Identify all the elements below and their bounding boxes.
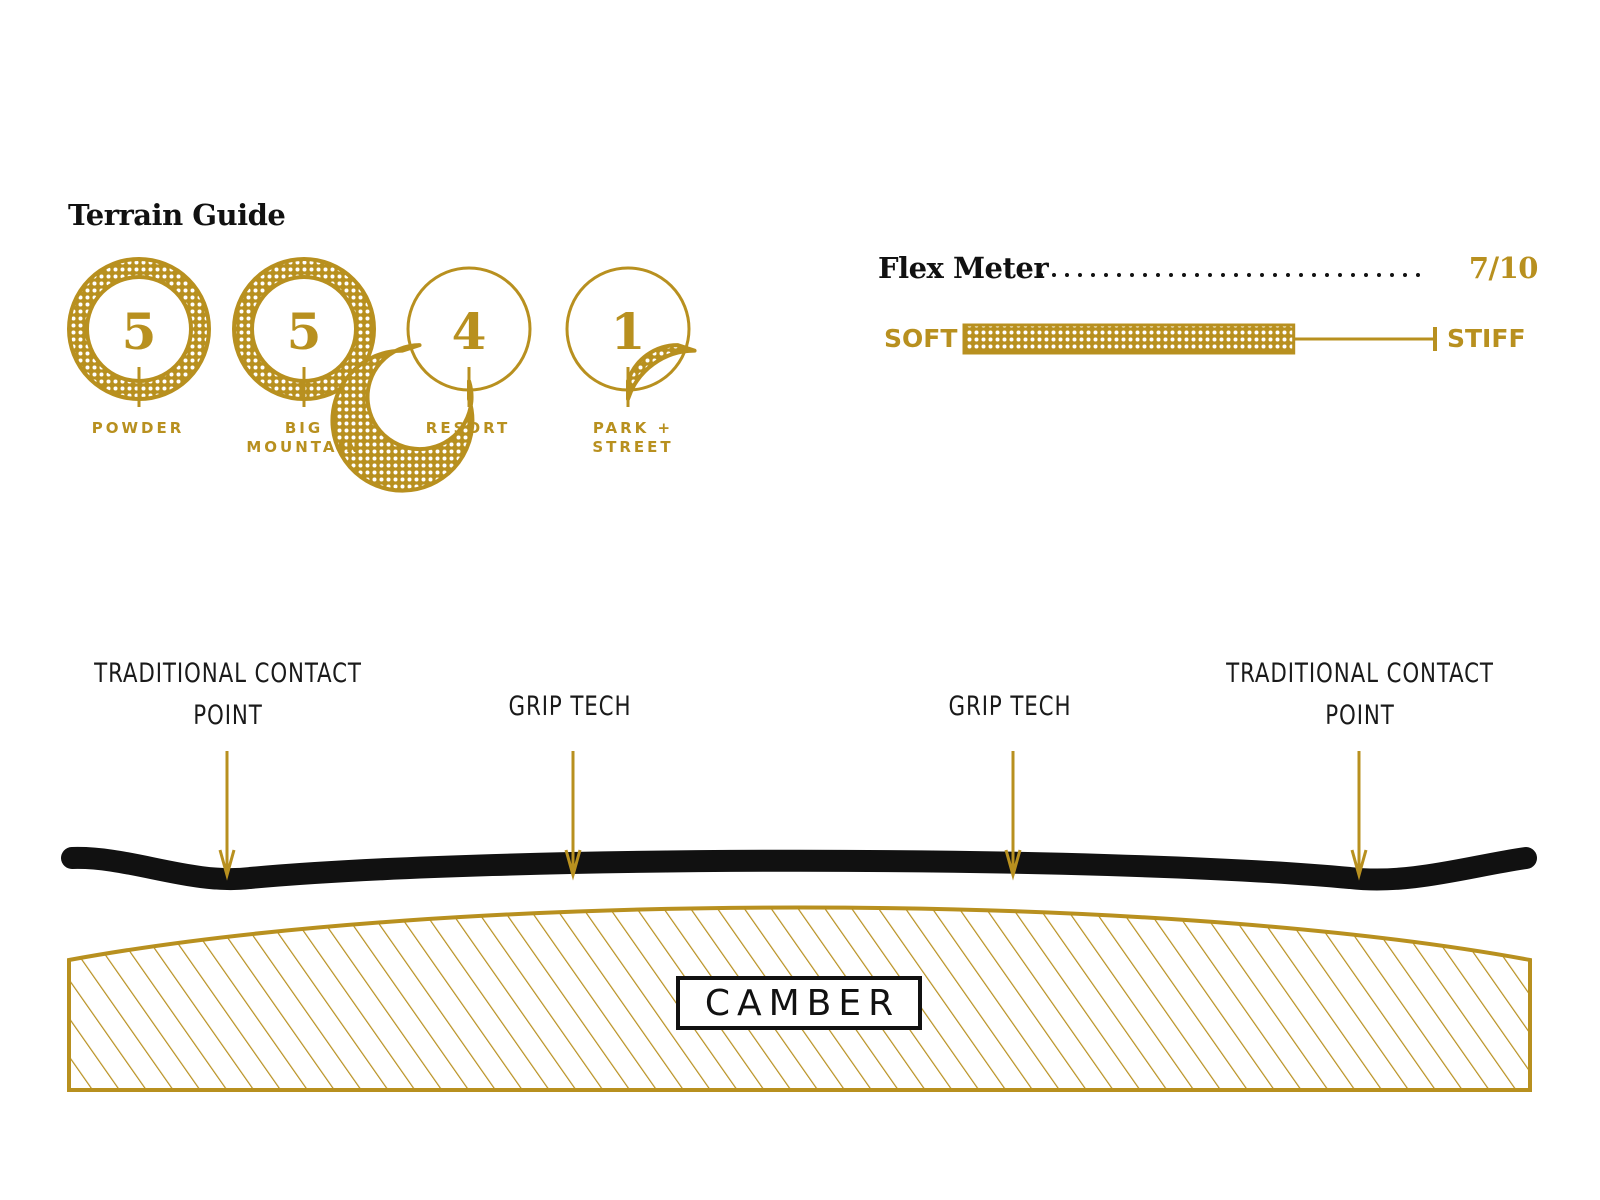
dial-4-fill xyxy=(626,343,697,401)
dial-1-value: 5 xyxy=(122,302,157,361)
dial-2-value: 5 xyxy=(287,302,322,361)
board-profile xyxy=(61,846,1537,891)
camber-label: CAMBER xyxy=(676,976,922,1030)
callout-arrow-head-2 xyxy=(564,849,582,881)
callout-grip-tech-right: GRIP TECH xyxy=(948,691,1072,722)
callout-traditional-contact-left: TRADITIONAL CONTACT POINT xyxy=(94,658,362,731)
flex-stiff-label: STIFF xyxy=(1447,324,1526,353)
flex-meter-value: 7/10 xyxy=(1468,251,1539,285)
dial-2-fill xyxy=(231,257,377,401)
flex-meter-title: Flex Meter xyxy=(878,251,1049,285)
flex-soft-label: SOFT xyxy=(884,324,958,353)
terrain-label-powder: POWDER xyxy=(91,419,185,437)
callout-arrow-head-1 xyxy=(218,849,236,881)
terrain-guide-title: Terrain Guide xyxy=(68,198,286,232)
dial-3-value: 4 xyxy=(452,302,487,361)
callout-traditional-contact-right: TRADITIONAL CONTACT POINT xyxy=(1226,658,1494,731)
dial-4-value: 1 xyxy=(611,302,646,361)
callout-arrow-head-3 xyxy=(1004,849,1022,881)
terrain-label-resort: RESORT xyxy=(425,419,511,437)
callout-arrow-head-4 xyxy=(1350,849,1368,881)
flex-fill-bar xyxy=(962,323,1296,355)
callout-grip-tech-left: GRIP TECH xyxy=(508,691,632,722)
terrain-label-big-mountain: BIG MOUNTAIN xyxy=(246,419,362,456)
terrain-label-park-street: PARK + STREET xyxy=(592,419,674,456)
dial-3-fill xyxy=(330,343,475,493)
dial-1-fill xyxy=(66,257,212,401)
